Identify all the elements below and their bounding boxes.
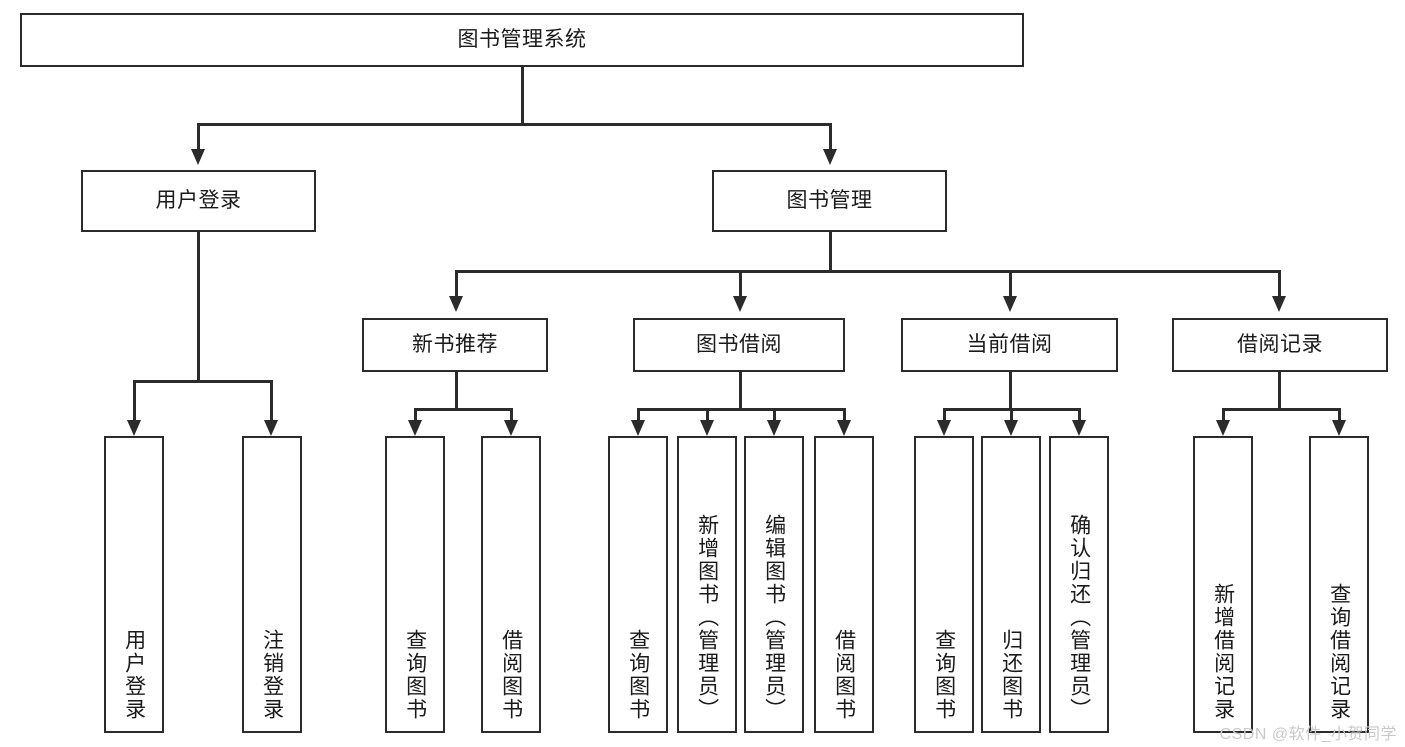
connector-root-bus xyxy=(197,123,832,126)
node-new-book-recommend[interactable]: 新书推荐 xyxy=(362,318,548,372)
connector-borrow-record-bus xyxy=(1222,408,1340,411)
arrowhead-bookborrow-to-leaf-4 xyxy=(837,420,851,436)
connector-user-login-stem xyxy=(197,232,200,380)
connector-book-borrow-bus xyxy=(637,408,845,411)
leaf-label: 查询图书 xyxy=(626,629,650,721)
node-borrow-record[interactable]: 借阅记录 xyxy=(1172,318,1388,372)
connector-new-book-bus xyxy=(414,408,512,411)
connector-root-to-book-management xyxy=(829,123,832,149)
arrowhead-borrowrecord-to-leaf-2 xyxy=(1332,420,1346,436)
arrowhead-user-login-to-leaf-2 xyxy=(264,420,278,436)
leaf-confirm-return-admin[interactable]: 确认归还（管理员） xyxy=(1049,436,1109,733)
leaf-label: 借阅图书 xyxy=(499,629,523,721)
node-user-login[interactable]: 用户登录 xyxy=(81,170,316,232)
connector-user-login-to-leaf-1 xyxy=(133,380,136,420)
arrowhead-bookborrow-to-leaf-3 xyxy=(767,420,781,436)
connector-bm-to-book-borrow xyxy=(739,270,742,296)
leaf-borrow-book-recommend[interactable]: 借阅图书 xyxy=(481,436,541,733)
node-root-book-management-system[interactable]: 图书管理系统 xyxy=(20,13,1024,67)
connector-root-stem xyxy=(521,67,524,123)
node-book-management[interactable]: 图书管理 xyxy=(712,170,947,232)
arrowhead-currentborrow-to-leaf-3 xyxy=(1072,420,1086,436)
leaf-query-book-current[interactable]: 查询图书 xyxy=(914,436,974,733)
leaf-add-book-admin[interactable]: 新增图书（管理员） xyxy=(677,436,737,733)
connector-bm-to-current-borrow xyxy=(1009,270,1012,296)
arrowhead-bm-to-new-book xyxy=(449,296,463,312)
connector-newbook-to-leaf-2 xyxy=(510,408,513,422)
arrowhead-bm-to-book-borrow xyxy=(733,296,747,312)
node-label: 借阅记录 xyxy=(1237,332,1323,356)
connector-current-borrow-stem xyxy=(1009,372,1012,408)
leaf-label: 归还图书 xyxy=(999,629,1023,721)
leaf-label: 新增图书（管理员） xyxy=(695,514,719,721)
leaf-label: 编辑图书（管理员） xyxy=(762,514,786,721)
arrowhead-bm-to-current-borrow xyxy=(1003,296,1017,312)
arrowhead-currentborrow-to-leaf-2 xyxy=(1004,420,1018,436)
leaf-return-book[interactable]: 归还图书 xyxy=(981,436,1041,733)
leaf-add-borrow-record[interactable]: 新增借阅记录 xyxy=(1193,436,1253,733)
leaf-label: 用户登录 xyxy=(122,629,146,721)
leaf-label: 新增借阅记录 xyxy=(1211,583,1235,721)
connector-root-to-user-login xyxy=(197,123,200,149)
leaf-label: 确认归还（管理员） xyxy=(1067,514,1091,721)
leaf-label: 查询图书 xyxy=(403,629,427,721)
connector-book-management-stem xyxy=(829,232,832,270)
leaf-label: 借阅图书 xyxy=(832,629,856,721)
leaf-query-borrow-record[interactable]: 查询借阅记录 xyxy=(1309,436,1369,733)
connector-user-login-to-leaf-2 xyxy=(270,380,273,420)
arrowhead-root-to-user-login xyxy=(191,149,205,165)
connector-borrowrecord-to-leaf-1 xyxy=(1222,408,1225,422)
leaf-label: 查询借阅记录 xyxy=(1327,583,1351,721)
arrowhead-currentborrow-to-leaf-1 xyxy=(937,420,951,436)
arrowhead-newbook-to-leaf-2 xyxy=(504,420,518,436)
connector-bookborrow-to-leaf-2 xyxy=(706,408,709,422)
arrowhead-newbook-to-leaf-1 xyxy=(408,420,422,436)
leaf-edit-book-admin[interactable]: 编辑图书（管理员） xyxy=(744,436,804,733)
connector-currentborrow-to-leaf-1 xyxy=(943,408,946,422)
leaf-label: 注销登录 xyxy=(260,629,284,721)
node-label: 图书借阅 xyxy=(696,332,782,356)
connector-currentborrow-to-leaf-3 xyxy=(1078,408,1081,422)
connector-borrow-record-stem xyxy=(1278,372,1281,408)
connector-bookborrow-to-leaf-3 xyxy=(773,408,776,422)
connector-bm-to-borrow-record xyxy=(1278,270,1281,296)
leaf-query-book-borrow[interactable]: 查询图书 xyxy=(608,436,668,733)
connector-book-borrow-stem xyxy=(739,372,742,408)
connector-new-book-stem xyxy=(455,372,458,408)
leaf-borrow-book[interactable]: 借阅图书 xyxy=(814,436,874,733)
connector-newbook-to-leaf-1 xyxy=(414,408,417,422)
node-label: 用户登录 xyxy=(155,188,242,212)
arrowhead-bookborrow-to-leaf-1 xyxy=(631,420,645,436)
node-book-borrow[interactable]: 图书借阅 xyxy=(633,318,845,372)
leaf-label: 查询图书 xyxy=(932,629,956,721)
connector-bookborrow-to-leaf-4 xyxy=(843,408,846,422)
leaf-logout-login[interactable]: 注销登录 xyxy=(242,436,302,733)
node-label: 图书管理系统 xyxy=(457,27,587,51)
arrowhead-bm-to-borrow-record xyxy=(1272,296,1286,312)
leaf-query-book-recommend[interactable]: 查询图书 xyxy=(385,436,445,733)
connector-bm-to-new-book xyxy=(455,270,458,296)
node-label: 图书管理 xyxy=(786,188,873,212)
arrowhead-root-to-book-management xyxy=(823,149,837,165)
node-current-borrow[interactable]: 当前借阅 xyxy=(901,318,1118,372)
arrowhead-bookborrow-to-leaf-2 xyxy=(700,420,714,436)
arrowhead-borrowrecord-to-leaf-1 xyxy=(1216,420,1230,436)
connector-user-login-bus xyxy=(133,380,272,383)
arrowhead-user-login-to-leaf-1 xyxy=(127,420,141,436)
connector-bookborrow-to-leaf-1 xyxy=(637,408,640,422)
node-label: 新书推荐 xyxy=(412,332,498,356)
node-label: 当前借阅 xyxy=(966,332,1053,356)
connector-borrowrecord-to-leaf-2 xyxy=(1338,408,1341,422)
leaf-user-login[interactable]: 用户登录 xyxy=(104,436,164,733)
connector-currentborrow-to-leaf-2 xyxy=(1010,408,1013,422)
connector-book-management-bus xyxy=(455,270,1281,273)
